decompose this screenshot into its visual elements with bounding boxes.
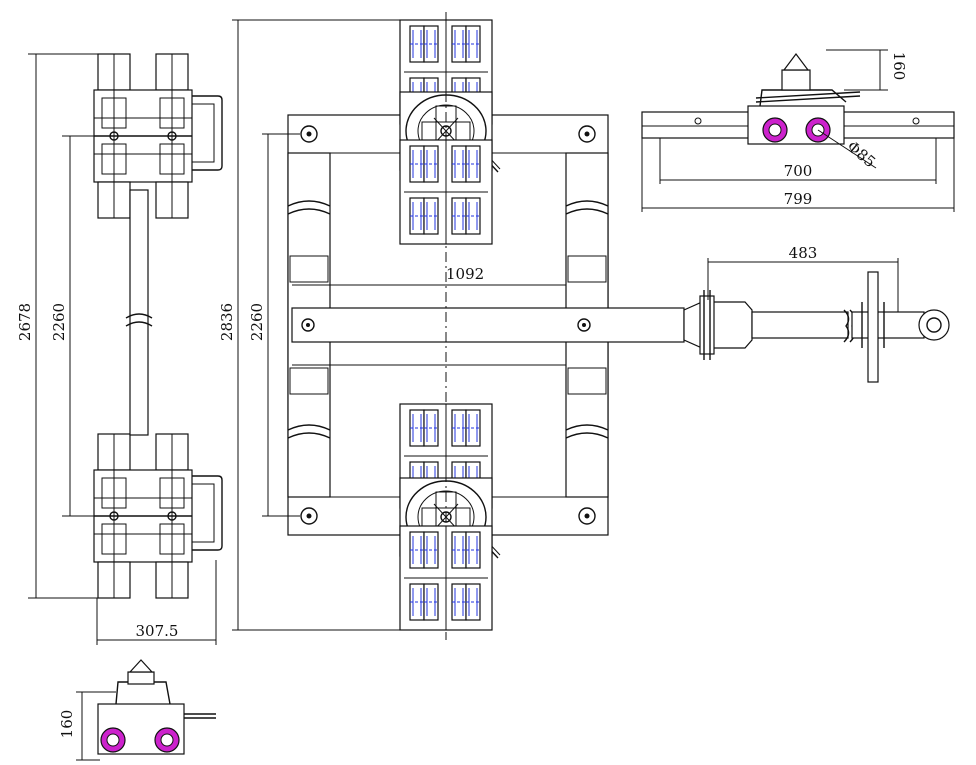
dim-side-wheel-spacing: 2260 [50, 303, 68, 341]
dim-handle-length: 483 [789, 244, 818, 262]
plan-view [232, 12, 950, 640]
dim-plan-overall-length: 2836 [218, 303, 236, 341]
dim-plan-wheel-spacing: 2260 [248, 303, 266, 341]
dim-right-height: 160 [890, 52, 908, 81]
side-view [28, 53, 223, 645]
dim-plan-frame-width: 1092 [446, 265, 484, 283]
dim-end-height: 160 [58, 710, 76, 739]
dim-side-overall-length: 2678 [16, 303, 34, 341]
end-elevation-bottom [76, 659, 216, 761]
dim-right-inner-length: 700 [784, 162, 813, 180]
dim-side-width: 307.5 [136, 622, 179, 640]
dim-right-overall-length: 799 [784, 190, 813, 208]
end-elevation-right [641, 49, 955, 212]
